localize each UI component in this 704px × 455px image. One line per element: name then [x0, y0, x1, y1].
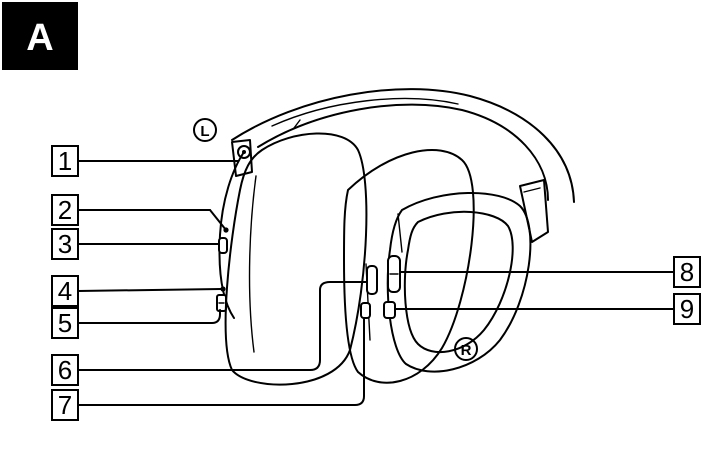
right-shell [383, 192, 532, 373]
callout-5: 5 [51, 307, 79, 339]
side-label-left: L [200, 123, 209, 140]
callout-label-7: 7 [58, 390, 72, 420]
callout-label-9: 9 [680, 294, 694, 324]
side-marker-left: L [193, 118, 217, 142]
callout-label-1: 1 [58, 146, 72, 176]
callout-3: 3 [51, 228, 79, 260]
callout-6: 6 [51, 354, 79, 386]
callout-label-3: 3 [58, 229, 72, 259]
side-label-right: R [461, 342, 472, 359]
callout-label-2: 2 [58, 195, 72, 225]
side-marker-right: R [454, 337, 478, 361]
callout-label-6: 6 [58, 355, 72, 385]
left-cushion [224, 132, 368, 386]
callout-label-8: 8 [680, 257, 694, 287]
callout-4: 4 [51, 275, 79, 307]
leader-lines [77, 160, 675, 406]
callout-label-5: 5 [58, 308, 72, 338]
headband [231, 88, 575, 243]
callout-2: 2 [51, 194, 79, 226]
panel-badge: A [2, 2, 78, 70]
callout-8: 8 [673, 256, 701, 288]
callout-label-4: 4 [58, 276, 72, 306]
callout-7: 7 [51, 389, 79, 421]
right-earcup [343, 149, 475, 384]
callout-9: 9 [673, 293, 701, 325]
panel-label: A [26, 17, 53, 59]
callout-1: 1 [51, 145, 79, 177]
